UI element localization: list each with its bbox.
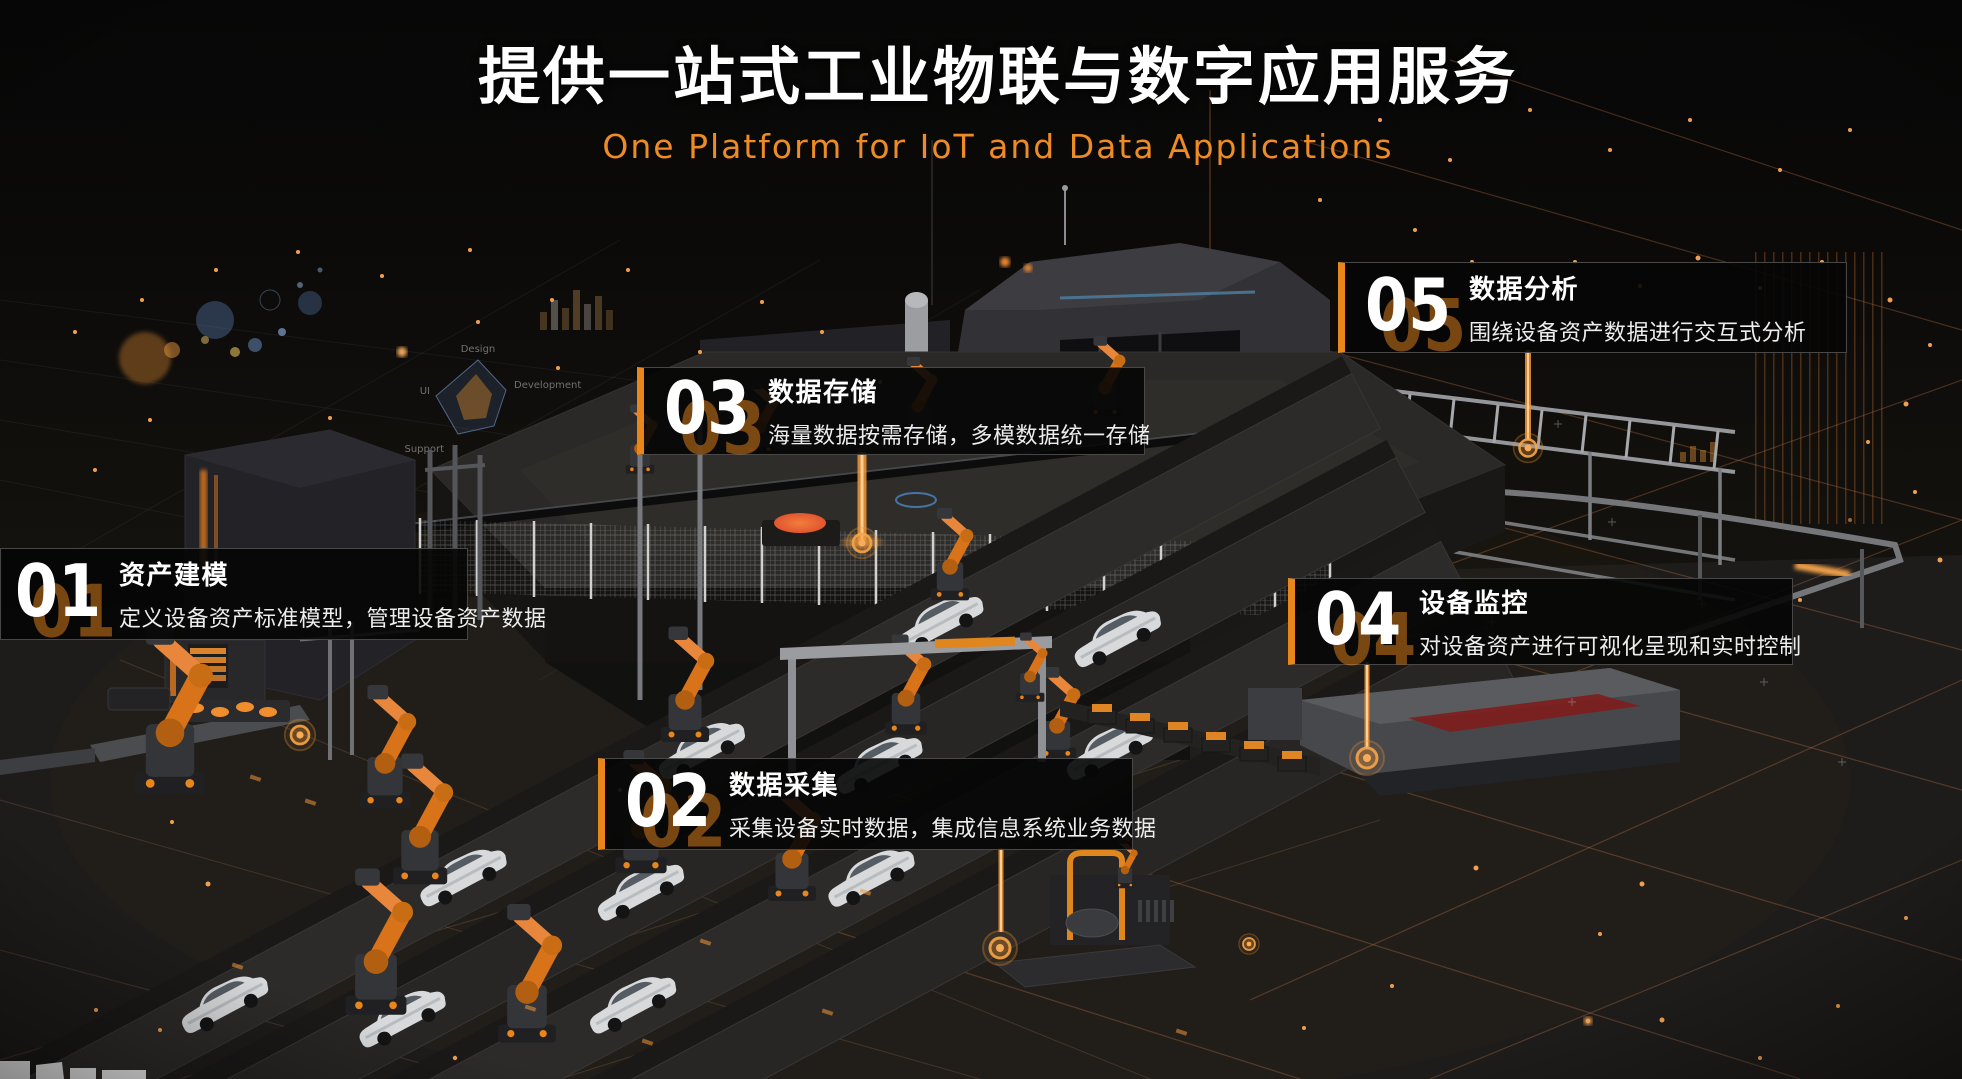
- callout-03-data-storage: 03 03 数据存储 海量数据按需存储，多模数据统一存储: [637, 366, 1150, 464]
- callout-number-block: 02 02: [625, 759, 726, 857]
- callout-title: 资产建模: [119, 561, 230, 591]
- callout-ghost-number: 03: [679, 386, 766, 471]
- callout-number: 01: [15, 549, 102, 634]
- callout-ghost-number: 05: [1380, 282, 1467, 367]
- callout-number-block: 05 05: [1365, 262, 1466, 361]
- callout-description: 对设备资产进行可视化呈现和实时控制: [1419, 634, 1802, 660]
- callout-description: 采集设备实时数据，集成信息系统业务数据: [729, 817, 1157, 842]
- callout-title: 数据分析: [1469, 274, 1580, 305]
- callout-number-block: 01 01: [15, 549, 116, 647]
- callout-text: 数据采集 采集设备实时数据，集成信息系统业务数据: [729, 765, 1157, 843]
- callout-05-data-analysis: 05 05 数据分析 围绕设备资产数据进行交互式分析: [1338, 262, 1847, 361]
- callout-number: 04: [1315, 576, 1402, 661]
- callout-number: 03: [664, 366, 751, 451]
- callout-number: 02: [625, 759, 712, 844]
- callout-ghost-number: 02: [640, 779, 727, 864]
- callout-title: 设备监控: [1419, 588, 1530, 619]
- callout-number-block: 03 03: [664, 366, 765, 464]
- callout-ghost-number: 01: [30, 569, 117, 654]
- callout-text: 数据存储 海量数据按需存储，多模数据统一存储: [768, 372, 1151, 450]
- callout-title: 数据存储: [768, 378, 879, 408]
- callout-02-data-collection: 02 02 数据采集 采集设备实时数据，集成信息系统业务数据: [598, 758, 1156, 857]
- callout-text: 设备监控 对设备资产进行可视化呈现和实时控制: [1419, 583, 1802, 661]
- callout-01-asset-modeling: 01 01 资产建模 定义设备资产标准模型，管理设备资产数据: [0, 548, 546, 647]
- callout-description: 海量数据按需存储，多模数据统一存储: [768, 424, 1151, 449]
- callout-number-block: 04 04: [1315, 576, 1416, 675]
- callout-text: 资产建模 定义设备资产标准模型，管理设备资产数据: [119, 555, 547, 633]
- callout-ghost-number: 04: [1330, 596, 1417, 681]
- callout-description: 定义设备资产标准模型，管理设备资产数据: [119, 607, 547, 632]
- callout-number: 05: [1365, 262, 1452, 347]
- callout-04-device-monitoring: 04 04 设备监控 对设备资产进行可视化呈现和实时控制: [1288, 576, 1801, 675]
- callout-text: 数据分析 围绕设备资产数据进行交互式分析: [1469, 269, 1807, 347]
- callout-title: 数据采集: [729, 771, 840, 801]
- callout-description: 围绕设备资产数据进行交互式分析: [1469, 320, 1807, 346]
